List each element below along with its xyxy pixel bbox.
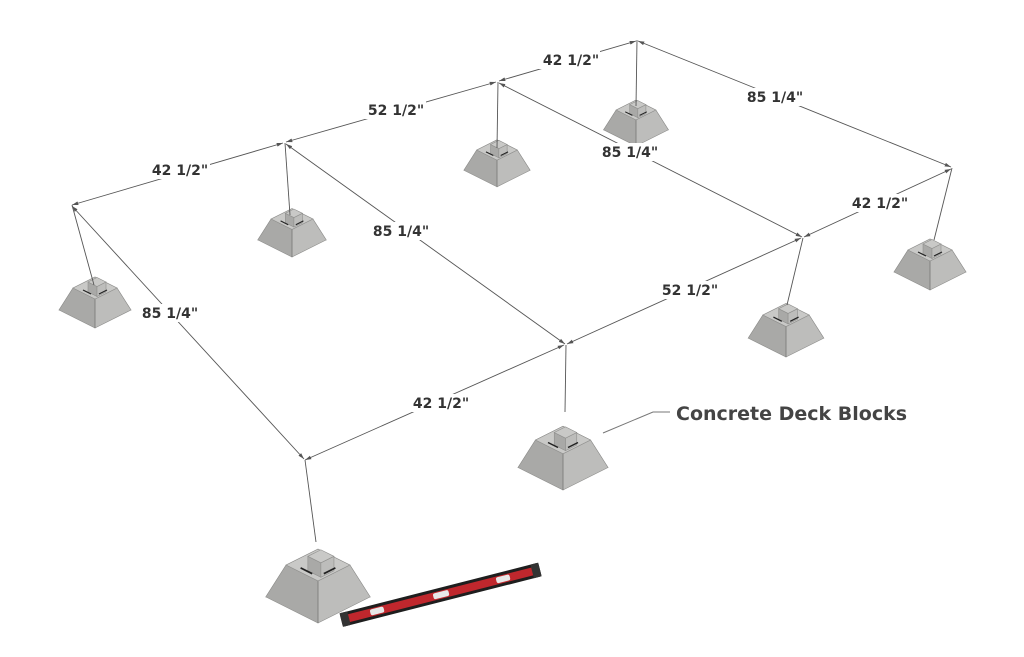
dimension-lines	[71, 40, 952, 461]
block-joist-slot	[917, 251, 927, 257]
leader-lines	[71, 39, 953, 543]
leader-line	[933, 167, 953, 241]
leader-line	[564, 344, 567, 413]
level-vial	[495, 574, 511, 584]
level-end-cap	[339, 611, 351, 627]
leader-line	[496, 81, 499, 149]
dimension-label-front-right: 42 1/2"	[852, 196, 908, 212]
concrete-deck-block	[747, 303, 825, 358]
concrete-deck-block	[265, 548, 371, 624]
dimension-label-depth-center-right: 85 1/4"	[602, 145, 658, 161]
dimension-label-depth-center-left: 85 1/4"	[373, 224, 429, 240]
leader-line	[635, 39, 638, 107]
concrete-deck-block	[257, 208, 327, 258]
block-joist-slot	[933, 251, 943, 257]
level-tool	[339, 562, 542, 627]
dimension-label-depth-right: 85 1/4"	[747, 90, 803, 106]
leader-line	[284, 142, 291, 216]
leader-line	[71, 204, 95, 286]
leader-line	[786, 237, 804, 306]
block-joist-slot	[567, 441, 579, 449]
level-vial	[433, 590, 450, 600]
dimension-label-front-left: 42 1/2"	[413, 396, 469, 412]
callout-label: Concrete Deck Blocks	[676, 403, 907, 425]
callout-leader-line	[602, 411, 670, 434]
concrete-deck-block	[58, 276, 132, 329]
dimension-line	[71, 205, 305, 460]
dimension-label-depth-left: 85 1/4"	[142, 306, 198, 322]
dimension-line	[285, 143, 566, 345]
dimension-label-back-right: 42 1/2"	[543, 53, 599, 69]
concrete-deck-block	[893, 238, 967, 291]
concrete-deck-block	[517, 425, 609, 491]
dimension-label-back-center: 52 1/2"	[368, 103, 424, 119]
block-joist-slot	[323, 567, 336, 575]
level-vial	[370, 606, 385, 616]
dimension-label-back-left: 42 1/2"	[152, 163, 208, 179]
callout: Concrete Deck Blocks	[602, 403, 907, 434]
block-socket-top	[307, 549, 335, 564]
level-end-cap	[530, 562, 542, 579]
block-joist-slot	[300, 567, 313, 575]
dimension-labels: 42 1/2" 52 1/2" 42 1/2" 85 1/4" 85 1/4" …	[140, 51, 910, 412]
dimension-label-front-center: 52 1/2"	[662, 283, 718, 299]
concrete-deck-block	[603, 99, 669, 147]
leader-line	[304, 459, 317, 543]
block-socket-top	[922, 239, 942, 249]
